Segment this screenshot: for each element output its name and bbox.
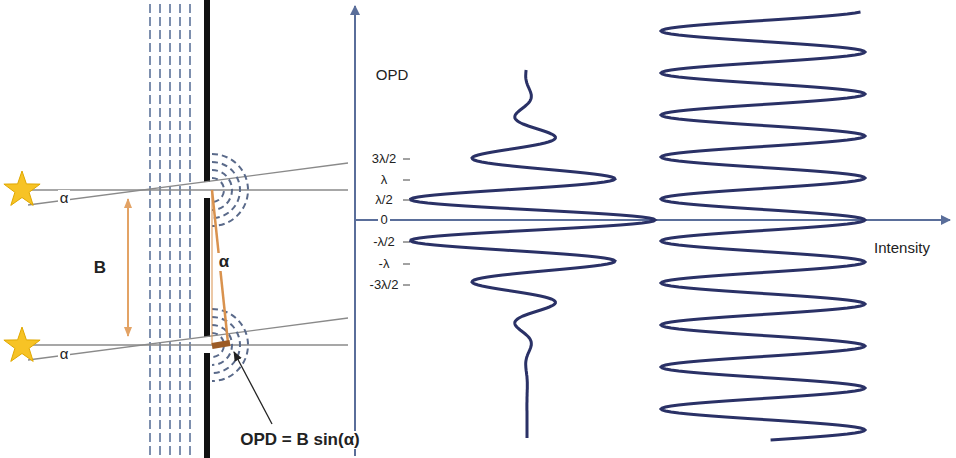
axis-tick-label: -3λ/2 bbox=[368, 278, 401, 292]
axis-ticks bbox=[403, 159, 410, 285]
axis-tick-label: -λ bbox=[377, 257, 392, 271]
wavefront-arc bbox=[212, 309, 248, 381]
opd-segment bbox=[212, 343, 230, 346]
aperture-wall bbox=[204, 0, 210, 458]
wavefront-arc bbox=[212, 154, 248, 226]
label: B bbox=[92, 259, 108, 278]
fringe-monochromatic-curve bbox=[661, 12, 865, 440]
label: α bbox=[58, 190, 71, 207]
axis-tick-label: -λ/2 bbox=[371, 235, 397, 249]
wavefront-arc bbox=[212, 170, 232, 210]
light-rays bbox=[28, 163, 348, 360]
wavefront-arc bbox=[212, 325, 232, 365]
star-symbol bbox=[4, 171, 40, 205]
label: OPD = B sin(α) bbox=[238, 431, 362, 450]
opd-triangle-side bbox=[212, 190, 213, 345]
leader-arrow bbox=[234, 352, 272, 424]
axis-tick-label: λ bbox=[379, 173, 390, 187]
wavefronts bbox=[212, 154, 248, 381]
axis-tick-label: 3λ/2 bbox=[370, 152, 399, 166]
label: α bbox=[217, 253, 231, 272]
stars bbox=[4, 171, 40, 361]
label: OPD bbox=[374, 67, 411, 84]
label: Intensity bbox=[872, 240, 932, 257]
star-symbol bbox=[4, 327, 40, 361]
label: α bbox=[58, 346, 71, 363]
dashed-layers bbox=[150, 4, 190, 456]
axis-tick-label: 0 bbox=[378, 213, 389, 227]
baseline-arrow bbox=[127, 199, 129, 336]
wavefront-arc bbox=[212, 162, 240, 218]
axis-tick-label: λ/2 bbox=[373, 193, 394, 207]
axes bbox=[355, 6, 950, 456]
fringe-packet-curve bbox=[411, 70, 655, 438]
